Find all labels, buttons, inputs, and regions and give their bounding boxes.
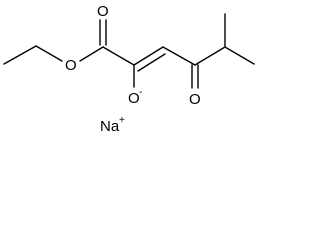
ketone-oxygen-label: O [189, 91, 201, 108]
ester-carbonyl-oxygen-label: O [97, 3, 109, 20]
ester-oxygen-label: O [65, 57, 77, 74]
bond-o-carbonyl [79, 46, 104, 62]
bond-c2-c3-double-a [133, 46, 164, 66]
bond-ch2-o [35, 45, 63, 62]
bond-ch3-ch2 [3, 45, 37, 65]
bond-c4-ch [194, 46, 226, 66]
enolate-oxygen-label: O [128, 90, 140, 107]
enolate-charge-label: - [139, 87, 142, 98]
bond-carbonyl-c2 [102, 46, 135, 66]
bond-c3-c4 [162, 46, 196, 66]
bond-ch-methyl-right [224, 46, 255, 65]
structure-diagram: O O O - O Na + [3, 3, 255, 135]
counter-ion-label: Na [100, 118, 120, 135]
bond-c2-c3-double-b [137, 53, 166, 72]
counter-ion-charge-label: + [119, 115, 125, 126]
